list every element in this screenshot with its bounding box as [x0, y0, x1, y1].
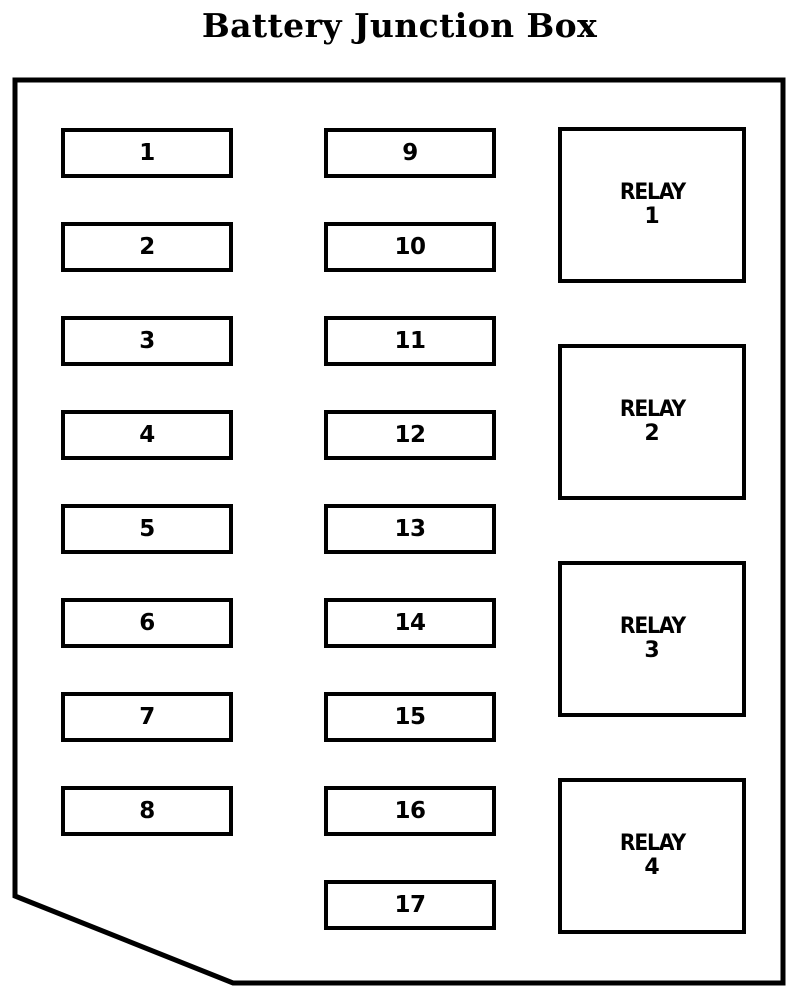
fuse-slot-6[interactable]: 6	[61, 598, 233, 648]
fuse-slot-8[interactable]: 8	[61, 786, 233, 836]
fuse-slot-12[interactable]: 12	[324, 410, 496, 460]
fuse-slot-17[interactable]: 17	[324, 880, 496, 930]
fuse-label: 1	[139, 139, 155, 166]
relay-number: 1	[644, 203, 660, 229]
fuse-slot-7[interactable]: 7	[61, 692, 233, 742]
fuse-label: 3	[139, 327, 155, 354]
fuse-label: 13	[394, 515, 426, 542]
fuse-slot-15[interactable]: 15	[324, 692, 496, 742]
fuse-slot-2[interactable]: 2	[61, 222, 233, 272]
relay-label: RELAY	[619, 179, 685, 205]
fuse-label: 6	[139, 609, 155, 636]
relay-number: 4	[644, 854, 660, 880]
fuse-label: 7	[139, 703, 155, 730]
fuse-label: 10	[394, 233, 426, 260]
fuse-label: 4	[139, 421, 155, 448]
fuse-slot-3[interactable]: 3	[61, 316, 233, 366]
fuse-label: 12	[394, 421, 426, 448]
fuse-label: 2	[139, 233, 155, 260]
fuse-slot-9[interactable]: 9	[324, 128, 496, 178]
relay-label: RELAY	[619, 613, 685, 639]
fuse-slot-13[interactable]: 13	[324, 504, 496, 554]
fuse-slot-4[interactable]: 4	[61, 410, 233, 460]
fuse-slot-16[interactable]: 16	[324, 786, 496, 836]
relay-number: 2	[644, 420, 660, 446]
fuse-slot-14[interactable]: 14	[324, 598, 496, 648]
fuse-label: 8	[139, 797, 155, 824]
fuse-slot-1[interactable]: 1	[61, 128, 233, 178]
fuse-label: 11	[394, 327, 426, 354]
relay-label: RELAY	[619, 830, 685, 856]
page-title: Battery Junction Box	[201, 6, 598, 45]
fuse-slot-5[interactable]: 5	[61, 504, 233, 554]
fuse-slot-10[interactable]: 10	[324, 222, 496, 272]
fuse-label: 9	[402, 139, 418, 166]
fuse-label: 17	[394, 891, 426, 918]
fuse-label: 14	[394, 609, 426, 636]
fuse-label: 16	[394, 797, 426, 824]
fuse-label: 5	[139, 515, 155, 542]
fuse-label: 15	[394, 703, 426, 730]
relay-label: RELAY	[619, 396, 685, 422]
relay-number: 3	[644, 637, 660, 663]
fuse-slot-11[interactable]: 11	[324, 316, 496, 366]
